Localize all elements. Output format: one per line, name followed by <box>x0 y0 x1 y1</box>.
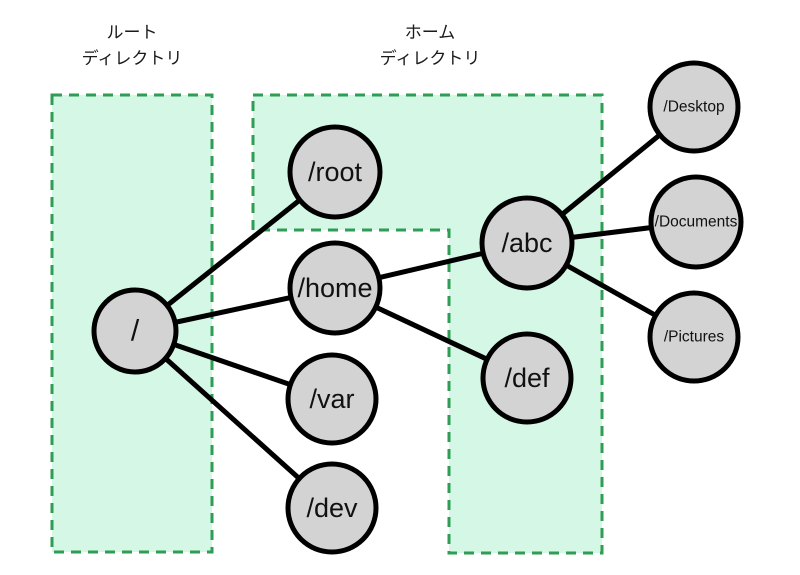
root-directory-label-line1: ルート <box>107 23 158 42</box>
home-directory-label-line2: ディレクトリ <box>380 48 481 68</box>
node-dev-label: /dev <box>306 493 358 523</box>
node-abc-circle <box>479 195 575 291</box>
node-desktop: /Desktop <box>647 60 741 154</box>
node-home-circle <box>287 240 383 336</box>
node-var-circle <box>285 352 379 446</box>
node-abc: /abc <box>479 195 575 291</box>
node-slash-root: /root <box>287 124 383 220</box>
node-var: /var <box>285 352 379 446</box>
node-desktop-circle <box>647 60 741 154</box>
node-root-label: / <box>131 315 140 348</box>
node-desktop-label: /Desktop <box>663 99 724 116</box>
node-slash-root-circle <box>287 124 383 220</box>
node-slash-root-label: /root <box>308 157 363 187</box>
node-root-circle <box>91 287 179 375</box>
node-def-circle <box>480 331 574 425</box>
node-pictures-label: /Pictures <box>664 329 725 346</box>
node-dev-circle <box>285 461 379 555</box>
node-pictures: /Pictures <box>647 290 741 384</box>
node-home: /home <box>287 240 383 336</box>
node-documents-label: /Documents <box>655 214 738 231</box>
node-documents-circle <box>648 174 744 270</box>
node-abc-label: /abc <box>501 228 552 258</box>
node-pictures-circle <box>647 290 741 384</box>
node-root: / <box>91 287 179 375</box>
node-home-label: /home <box>297 273 372 303</box>
node-def-label: /def <box>504 363 550 393</box>
node-var-label: /var <box>309 384 354 414</box>
node-documents: /Documents <box>648 174 744 270</box>
node-def: /def <box>480 331 574 425</box>
node-dev: /dev <box>285 461 379 555</box>
home-directory-label-line1: ホーム <box>405 23 456 42</box>
root-directory-label-line2: ディレクトリ <box>82 48 183 68</box>
